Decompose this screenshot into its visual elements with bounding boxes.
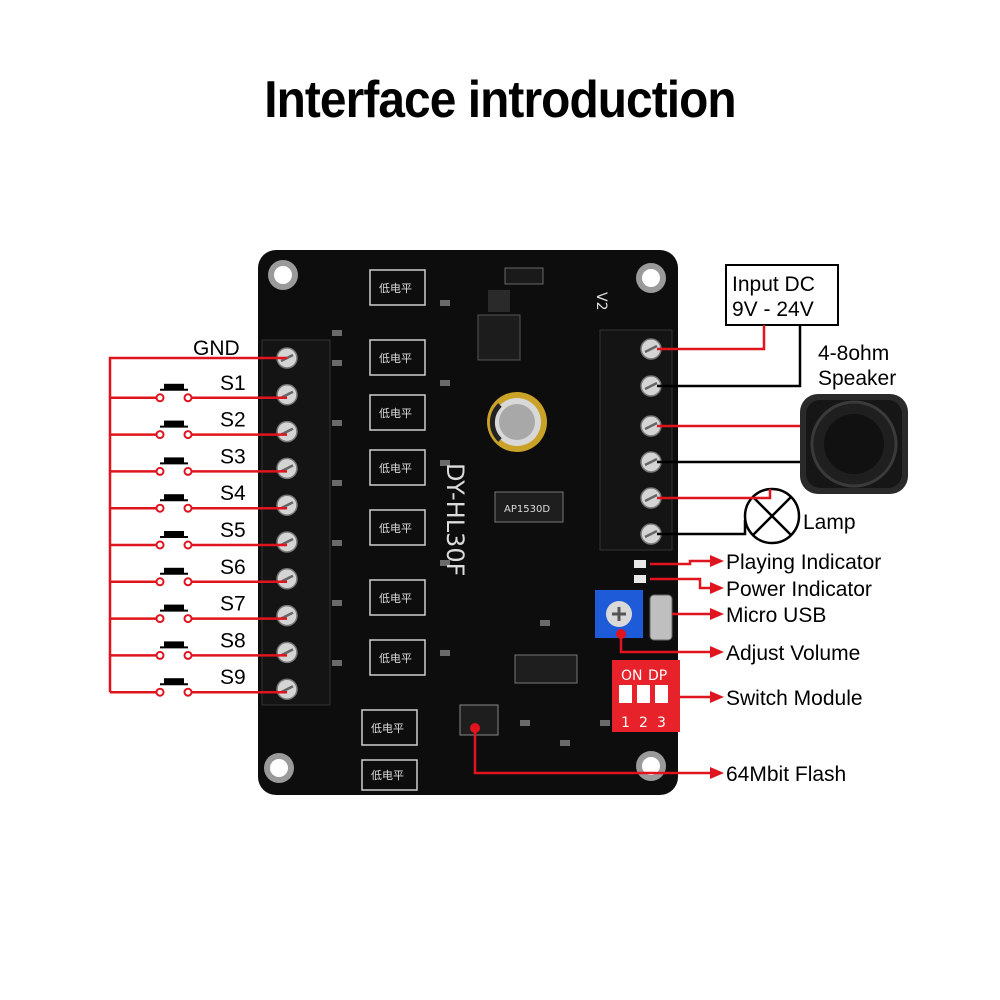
input-wire-positive — [657, 325, 766, 351]
terminal-screw-icon — [276, 678, 298, 700]
switch-label: S3 — [220, 445, 246, 468]
board-model: DY-HL30F — [441, 463, 469, 576]
audio-chip: AP1530D — [494, 491, 564, 523]
push-button-switch-icon — [110, 457, 287, 476]
terminal-screw-icon — [276, 494, 298, 516]
switch-module-label: Switch Module — [726, 687, 863, 710]
low-level-mark: 低电平 — [379, 522, 412, 535]
push-button-switch-icon — [110, 494, 287, 513]
playing-led — [634, 560, 646, 568]
terminal-screw-icon — [276, 568, 298, 590]
svg-text:AP1530D: AP1530D — [504, 504, 550, 515]
speaker-label: Speaker — [818, 367, 896, 390]
push-button-switch-icon — [110, 383, 287, 403]
diode — [504, 267, 544, 285]
push-button-switch-icon — [110, 604, 287, 624]
low-level-mark: 低电平 — [379, 352, 412, 365]
right-terminal-block — [599, 329, 673, 551]
svg-text:DP: DP — [648, 668, 667, 684]
low-level-mark: 低电平 — [379, 462, 412, 475]
switch-label: S4 — [220, 482, 246, 505]
switch-label: S8 — [220, 629, 246, 652]
speaker-icon — [800, 394, 908, 494]
lamp-wire-negative — [657, 520, 747, 536]
lamp-label: Lamp — [803, 511, 856, 534]
power-indicator-arrow — [650, 577, 714, 590]
switch-label: S6 — [220, 556, 246, 579]
speaker-ohm-label: 4-8ohm — [818, 342, 889, 365]
flash-label: 64Mbit Flash — [726, 763, 846, 786]
micro-usb-port — [649, 594, 673, 641]
switch-label: S2 — [220, 409, 246, 432]
power-indicator-label: Power Indicator — [726, 578, 872, 601]
input-dc-label: Input DC — [732, 273, 815, 296]
input-module-column — [361, 269, 426, 791]
low-level-mark: 低电平 — [371, 769, 404, 782]
push-button-switch-icon — [110, 567, 287, 587]
switch-label: S1 — [220, 372, 246, 395]
mounting-hole-icon — [264, 260, 666, 783]
playing-indicator-label: Playing Indicator — [726, 551, 881, 574]
low-level-mark: 低电平 — [371, 722, 404, 735]
flash-arrow — [473, 728, 714, 775]
svg-text:3: 3 — [657, 715, 666, 731]
voltage-regulator — [477, 314, 521, 361]
terminal-screw-icon — [276, 531, 298, 553]
electrolytic-capacitor — [487, 392, 547, 452]
arrowheads — [470, 555, 724, 779]
regulator-tab — [488, 290, 510, 312]
gnd-label: GND — [193, 337, 240, 360]
micro-usb-label: Micro USB — [726, 604, 826, 627]
page-title: Interface introduction — [264, 71, 736, 129]
terminal-screw-icon — [276, 641, 298, 664]
terminal-screw-icon — [276, 420, 298, 443]
input-wire-negative — [657, 325, 802, 388]
push-button-switch-icon — [110, 641, 287, 660]
svg-text:2: 2 — [639, 715, 648, 731]
switch-label: S5 — [220, 519, 246, 542]
adjust-volume-arrow — [619, 634, 714, 654]
power-led — [634, 575, 646, 583]
left-terminal-block — [261, 339, 331, 706]
push-button-switch-icon — [110, 420, 287, 440]
svg-text:ON: ON — [621, 668, 643, 684]
input-dc-box: Input DC 9V - 24V — [725, 264, 839, 326]
low-level-mark: 低电平 — [379, 592, 412, 605]
dip-switch: ON DP 1 2 3 — [612, 660, 680, 732]
terminal-screw-icon — [276, 457, 298, 480]
decoder-chip — [514, 654, 578, 684]
switch-label: S7 — [220, 593, 246, 616]
input-dc-voltage: 9V - 24V — [732, 298, 814, 321]
low-level-mark: 低电平 — [379, 282, 412, 295]
lamp-icon — [743, 487, 801, 545]
terminal-screw-icon — [640, 338, 662, 360]
svg-text:1: 1 — [621, 715, 630, 731]
low-level-mark: 低电平 — [379, 407, 412, 420]
pcb-board: 低电平 低电平 低电平 低电平 低电平 低电平 低电平 低电平 低电平 V2 — [258, 250, 680, 795]
smd-pads — [332, 300, 610, 746]
terminal-screw-icon — [276, 384, 298, 406]
push-button-switch-icon — [110, 531, 287, 550]
lamp-wire-positive — [657, 489, 772, 500]
board-version: V2 — [593, 292, 609, 310]
push-button-switch-icon — [110, 678, 287, 697]
low-level-mark: 低电平 — [379, 652, 412, 665]
switch-label: S9 — [220, 666, 246, 689]
terminal-screw-icon — [276, 604, 298, 627]
adjust-volume-label: Adjust Volume — [726, 642, 860, 665]
playing-indicator-arrow — [650, 559, 714, 566]
